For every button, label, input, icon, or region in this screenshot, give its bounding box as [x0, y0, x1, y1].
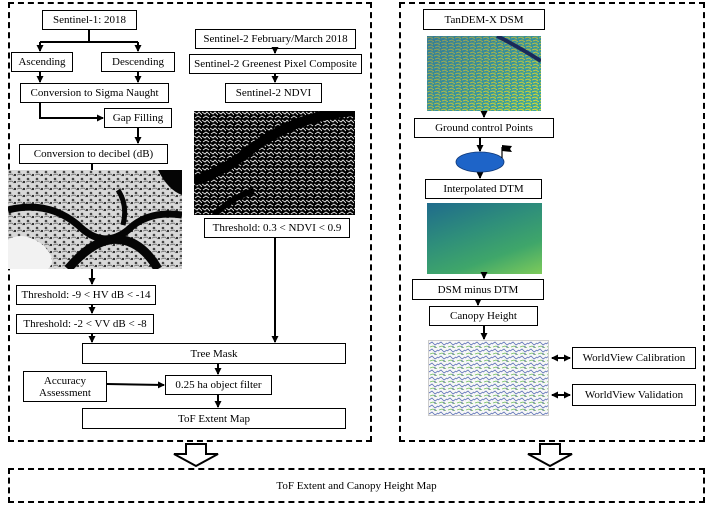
s2-composite-box: Sentinel-2 Greenest Pixel Composite	[189, 54, 362, 74]
sentinel2-title-box: Sentinel-2 February/March 2018	[195, 29, 356, 49]
canopy-height-image	[428, 340, 549, 416]
dsm-image	[427, 36, 541, 111]
tree-mask-box: Tree Mask	[82, 343, 346, 364]
ndvi-texture	[194, 111, 355, 215]
dsm-minus-dtm-box: DSM minus DTM	[412, 279, 544, 300]
ndvi-threshold-box: Threshold: 0.3 < NDVI < 0.9	[204, 218, 350, 238]
vv-threshold-box: Threshold: -2 < VV dB < -8	[16, 314, 154, 334]
sigma-naught-box: Conversion to Sigma Naught	[20, 83, 169, 103]
sar-texture	[8, 170, 182, 269]
object-filter-box: 0.25 ha object filter	[165, 375, 272, 395]
right-panel	[399, 2, 705, 442]
tof-extent-box: ToF Extent Map	[82, 408, 346, 429]
hv-threshold-box: Threshold: -9 < HV dB < -14	[16, 285, 156, 305]
descending-box: Descending	[101, 52, 175, 72]
wv-validation-box: WorldView Validation	[572, 384, 696, 406]
s2-ndvi-box: Sentinel-2 NDVI	[225, 83, 322, 103]
accuracy-assessment-box: Accuracy Assessment	[23, 371, 107, 402]
canopy-height-box: Canopy Height	[429, 306, 538, 326]
sar-backscatter-image	[8, 170, 182, 269]
dtm-image	[427, 203, 542, 274]
gcp-box: Ground control Points	[414, 118, 554, 138]
ascending-box: Ascending	[11, 52, 73, 72]
wv-calibration-box: WorldView Calibration	[572, 347, 696, 369]
dsm-texture	[427, 36, 541, 111]
final-output-box: ToF Extent and Canopy Height Map	[276, 479, 437, 492]
merge-arrows	[173, 443, 573, 468]
gap-filling-box: Gap Filling	[104, 108, 172, 128]
interpolated-dtm-box: Interpolated DTM	[425, 179, 542, 199]
canopy-texture	[429, 341, 548, 415]
decibel-box: Conversion to decibel (dB)	[19, 144, 168, 164]
ndvi-image	[194, 111, 355, 215]
dsm-box: TanDEM-X DSM	[423, 9, 545, 30]
output-panel	[8, 468, 705, 503]
sentinel1-title-box: Sentinel-1: 2018	[42, 10, 137, 30]
